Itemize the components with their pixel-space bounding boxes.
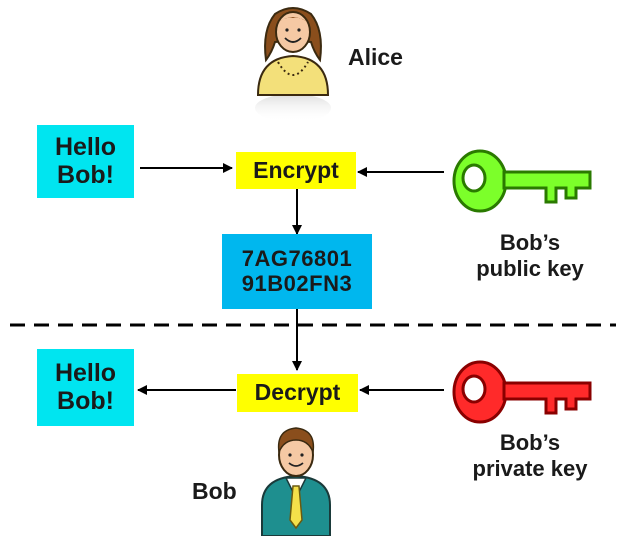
ciphertext-line-1: 7AG76801 <box>241 246 353 272</box>
decrypt-box: Decrypt <box>237 374 358 412</box>
public-key-label-line-1: Bob’s <box>499 230 561 255</box>
ciphertext-line-2: 91B02FN3 <box>241 270 353 296</box>
private-key-label-line-1: Bob’s <box>499 430 561 455</box>
private-key-label-line-2: private key <box>472 455 588 481</box>
plaintext-line-2: Bob! <box>57 160 114 189</box>
decrypted-line-2: Bob! <box>57 386 114 415</box>
alice-avatar-icon <box>255 7 331 122</box>
private-key-icon <box>452 360 592 424</box>
ciphertext-box: 7AG76801 91B02FN3 <box>222 234 372 309</box>
plaintext-box-top: Hello Bob! <box>37 125 134 198</box>
private-key-label: Bob’s private key <box>455 430 605 482</box>
public-key-label: Bob’s public key <box>455 230 605 282</box>
alice-label: Alice <box>348 44 403 70</box>
plaintext-box-bottom: Hello Bob! <box>37 349 134 426</box>
bob-label: Bob <box>192 478 237 504</box>
encrypt-box: Encrypt <box>236 152 356 189</box>
public-key-label-line-2: public key <box>476 255 584 281</box>
bob-avatar-icon <box>261 427 331 536</box>
public-key-icon <box>452 149 592 213</box>
decrypted-line-1: Hello <box>54 359 117 387</box>
plaintext-line-1: Hello <box>54 133 117 161</box>
